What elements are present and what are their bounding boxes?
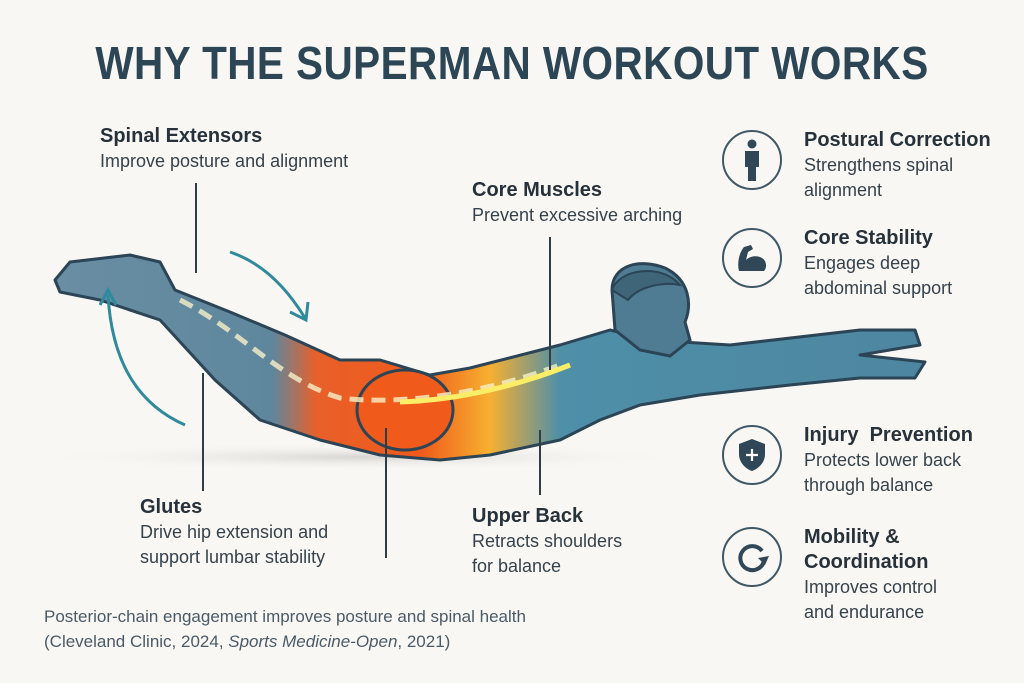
benefit-title: Postural Correction (804, 129, 991, 151)
glute-muscle (355, 368, 455, 452)
benefit-title-1: Mobility & (804, 526, 900, 548)
motion-arrow-up (106, 294, 186, 427)
footer-line-2: (Cleveland Clinic, 2024, Sports Medicine… (44, 629, 526, 654)
pointer-line-glutes-arrow (385, 428, 387, 558)
benefit-desc-2: through balance (804, 475, 934, 495)
pointer-line-core-muscles (549, 237, 551, 370)
benefit-desc-2: and endurance (804, 602, 925, 622)
label-desc: Prevent excessive arching (472, 205, 683, 225)
label-desc-2: support lumbar stability (140, 547, 326, 567)
label-title: Glutes (140, 496, 203, 518)
label-desc-1: Retracts shoulders (472, 531, 623, 551)
benefit-desc-1: Strengthens spinal (804, 155, 954, 175)
benefit-title: Core Stability (804, 227, 933, 249)
person-icon (722, 130, 782, 190)
citation-journal: Sports Medicine-Open (228, 632, 398, 651)
label-desc: Improve posture and alignment (100, 151, 349, 171)
label-desc-1: Drive hip extension and (140, 522, 329, 542)
flexed-arm-icon (722, 228, 782, 288)
benefit-desc-1: Protects lower back (804, 450, 962, 470)
label-title: Spinal Extensors (100, 125, 263, 147)
motion-arrow-down (229, 250, 307, 319)
label-glutes: Glutes Drive hip extension and support l… (140, 494, 328, 570)
spine-line (178, 297, 561, 403)
body-silhouette (53, 253, 927, 462)
label-desc-2: for balance (472, 556, 562, 576)
label-upper-back: Upper Back Retracts shoulders for balanc… (472, 503, 622, 579)
benefit-title: Injury Prevention (804, 424, 973, 446)
benefit-title-2: Coordination (804, 551, 929, 573)
pointer-line-upper-back (539, 430, 541, 495)
benefit-desc-2: abdominal support (804, 278, 953, 298)
label-core-muscles: Core Muscles Prevent excessive arching (472, 177, 682, 228)
footer-citation: Posterior-chain engagement improves post… (44, 604, 526, 654)
pointer-line-spinal-extensors (195, 183, 197, 273)
citation-prefix: (Cleveland Clinic, 2024, (44, 632, 229, 651)
rotate-arrow-icon (722, 527, 782, 587)
shield-plus-icon (722, 425, 782, 485)
benefit-desc-1: Improves control (804, 577, 938, 597)
footer-line-1: Posterior-chain engagement improves post… (44, 607, 526, 626)
benefit-desc-2: alignment (804, 180, 883, 200)
page-title: WHY THE SUPERMAN WORKOUT WORKS (95, 37, 929, 89)
floor-shadow (30, 443, 690, 471)
label-spinal-extensors: Spinal Extensors Improve posture and ali… (100, 123, 348, 174)
label-title: Upper Back (472, 505, 584, 527)
pointer-line-glutes (202, 373, 204, 491)
label-title: Core Muscles (472, 179, 603, 201)
benefit-desc-1: Engages deep (804, 253, 921, 273)
citation-suffix: , 2021) (397, 632, 451, 651)
